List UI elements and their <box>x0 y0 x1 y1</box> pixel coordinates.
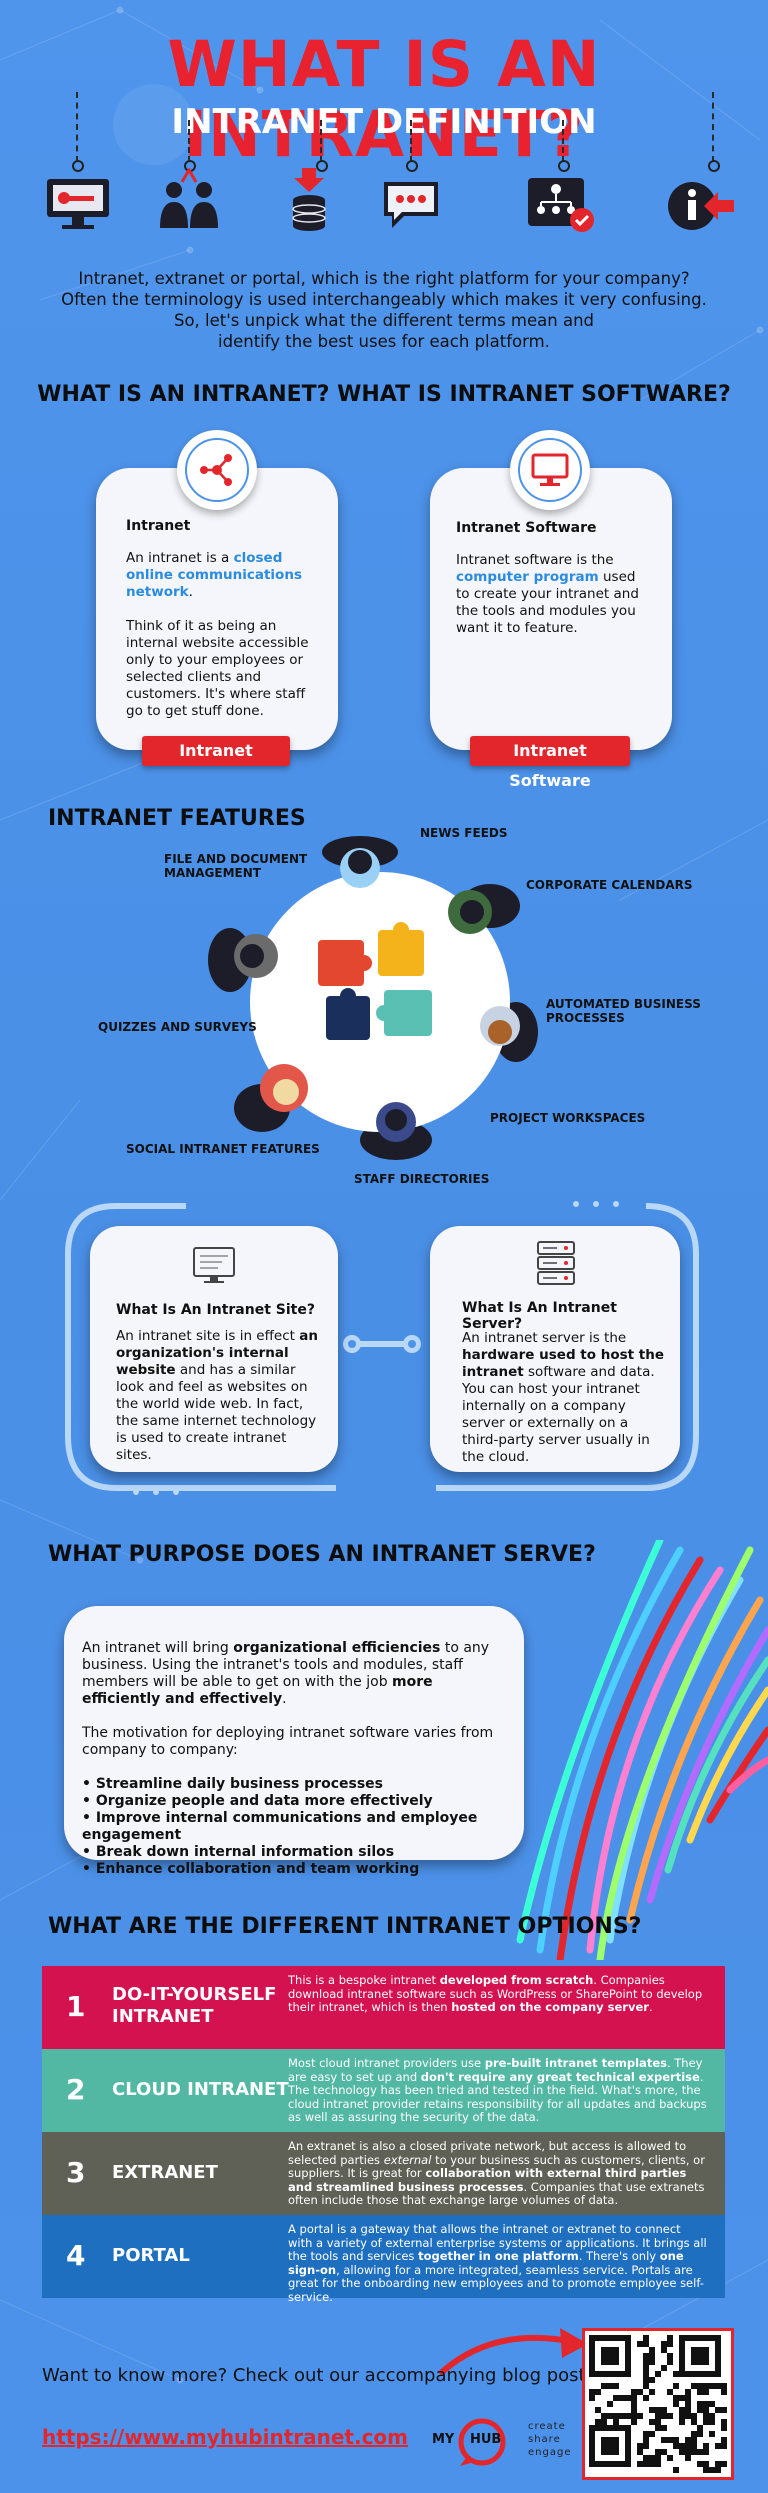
monitor-icon <box>193 1247 235 1283</box>
main-title: WHAT IS AN INTRANET? <box>167 28 601 171</box>
intranet-button[interactable]: Intranet <box>142 736 290 766</box>
option-extranet: 3 EXTRANET An extranet is also a closed … <box>42 2132 725 2215</box>
site-card-title: What Is An Intranet Site? <box>116 1302 315 1318</box>
card-title: Intranet <box>126 518 191 534</box>
site-card-text: An intranet site is in effect an organiz… <box>116 1328 318 1463</box>
org-chart-icon <box>528 178 594 232</box>
info-arrow-icon <box>668 182 734 230</box>
red-arrow-decoration <box>439 2328 588 2375</box>
drop-dot <box>316 160 328 172</box>
option-number: 3 <box>66 2156 86 2189</box>
drop-line <box>410 120 414 162</box>
intranet-server-card: What Is An Intranet Server? An intranet … <box>430 1226 680 1472</box>
feature-quizzes-surveys: QUIZZES AND SURVEYS <box>98 1020 257 1034</box>
option-cloud-intranet: 2 CLOUD INTRANET Most cloud intranet pro… <box>42 2049 725 2132</box>
section-heading-options: WHAT ARE THE DIFFERENT INTRANET OPTIONS? <box>48 1914 642 1939</box>
intro-line: So, let's unpick what the different term… <box>173 311 595 330</box>
network-circle-icon <box>177 430 257 510</box>
feature-project-workspaces: PROJECT WORKSPACES <box>490 1111 646 1125</box>
purpose-motivation: The motivation for deploying intranet so… <box>82 1725 494 1758</box>
feature-automated-processes: AUTOMATED BUSINESS PROCESSES <box>546 997 701 1025</box>
drop-dot <box>558 160 570 172</box>
drop-line <box>76 92 80 162</box>
subtitle: INTRANET DEFINITION <box>171 102 597 142</box>
option-number: 4 <box>66 2239 86 2272</box>
blog-cta: Want to know more? Check out our accompa… <box>42 2365 592 2386</box>
connector-frame <box>65 1201 699 1495</box>
option-portal: 4 PORTAL A portal is a gateway that allo… <box>42 2215 725 2303</box>
server-card-text: An intranet server is the hardware used … <box>462 1330 665 1465</box>
light-streaks-decoration <box>516 1540 768 1960</box>
option-description: This is a bespoke intranet developed fro… <box>288 1973 703 2014</box>
card-description: Think of it as being an internal website… <box>126 618 309 719</box>
feature-news-feeds: NEWS FEEDS <box>420 826 508 840</box>
feature-file-management: FILE AND DOCUMENT MANAGEMENT <box>164 852 308 880</box>
option-name: PORTAL <box>112 2245 190 2266</box>
section-heading-purpose: WHAT PURPOSE DOES AN INTRANET SERVE? <box>48 1542 596 1567</box>
option-name: EXTRANET <box>112 2162 218 2183</box>
purpose-bullet: • Streamline daily business processes <box>82 1776 383 1792</box>
feature-corporate-calendars: CORPORATE CALENDARS <box>526 878 693 892</box>
card-definition: Intranet software is the computer progra… <box>456 552 639 636</box>
drop-line <box>712 92 716 162</box>
card-title: Intranet Software <box>456 520 597 536</box>
intranet-software-card: Intranet Software Intranet software is t… <box>430 468 672 750</box>
intro-text: Intranet, extranet or portal, which is t… <box>40 268 728 352</box>
server-icon <box>537 1241 575 1285</box>
monitor-key-icon <box>47 179 109 229</box>
intranet-card: Intranet An intranet is a closed online … <box>96 468 338 750</box>
website-link[interactable]: https://www.myhubintranet.com <box>42 2425 409 2449</box>
feature-social-intranet: SOCIAL INTRANET FEATURES <box>126 1142 320 1156</box>
team-hands-icon <box>160 168 218 228</box>
option-description: Most cloud intranet providers use pre-bu… <box>288 2056 707 2124</box>
qr-code[interactable] <box>582 2328 734 2480</box>
chat-bubble-icon <box>384 182 438 228</box>
intranet-software-button[interactable]: Intranet Software <box>470 736 630 790</box>
feature-staff-directories: STAFF DIRECTORIES <box>354 1172 490 1186</box>
monitor-circle-icon <box>510 430 590 510</box>
option-number: 2 <box>66 2073 86 2106</box>
feature-table-illustration <box>208 836 538 1160</box>
intro-line: Often the terminology is used interchang… <box>61 290 707 309</box>
purpose-card: An intranet will bring organizational ef… <box>64 1606 524 1877</box>
server-card-title: What Is An Intranet Server? <box>462 1300 617 1332</box>
section-heading-features: INTRANET FEATURES <box>48 806 306 831</box>
intranet-site-card: What Is An Intranet Site? An intranet si… <box>90 1226 338 1472</box>
drop-line <box>320 120 324 162</box>
section-heading-what-is-intranet: WHAT IS AN INTRANET? WHAT IS INTRANET SO… <box>37 382 731 407</box>
purpose-paragraph: An intranet will bring organizational ef… <box>82 1640 490 1707</box>
drop-dot <box>406 160 418 172</box>
intro-line: Intranet, extranet or portal, which is t… <box>78 269 690 288</box>
database-download-icon <box>292 168 326 231</box>
purpose-bullet: • Break down internal information silos <box>82 1844 395 1860</box>
option-name: CLOUD INTRANET <box>112 2079 289 2100</box>
option-description: An extranet is also a closed private net… <box>288 2139 705 2207</box>
drop-dot <box>72 160 84 172</box>
drop-line <box>562 120 566 162</box>
drop-line <box>188 120 192 162</box>
drop-dot <box>708 160 720 172</box>
purpose-list: • Streamline daily business processes • … <box>82 1776 514 1878</box>
card-definition: An intranet is a closed online communica… <box>126 550 302 600</box>
qr-code-pattern <box>589 2335 727 2473</box>
purpose-bullet: • Improve internal communications and em… <box>82 1810 478 1843</box>
intro-line: identify the best uses for each platform… <box>218 332 550 351</box>
purpose-bullet: • Organize people and data more effectiv… <box>82 1793 433 1809</box>
purpose-bullet: • Enhance collaboration and team working <box>82 1861 420 1877</box>
option-description: A portal is a gateway that allows the in… <box>288 2222 707 2304</box>
option-number: 1 <box>66 1990 86 2023</box>
